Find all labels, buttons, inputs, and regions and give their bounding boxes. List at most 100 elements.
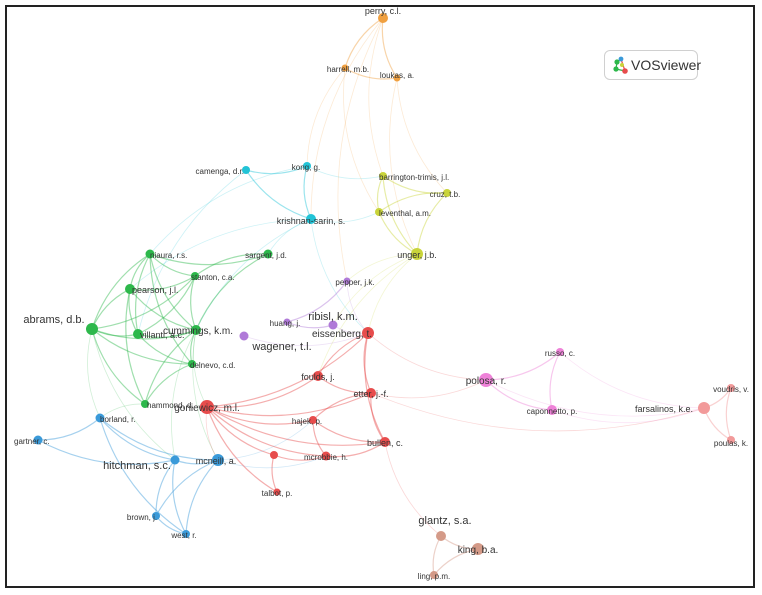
node-label-hammond: hammond, d. [147, 401, 194, 410]
node-label-delnevo: delnevo, c.d. [190, 361, 235, 370]
node-label-niaura: niaura, r.s. [150, 251, 187, 260]
edge-villanti-delnevo [137, 333, 193, 365]
node-polosa[interactable] [479, 373, 493, 387]
edge-sargent-cummings [195, 253, 269, 331]
edge-eissenberg-foulds [317, 332, 369, 377]
node-eissenberg[interactable] [362, 327, 374, 339]
edge-russo-caponnetto [549, 351, 561, 411]
vosviewer-logo-text: VOSviewer [631, 57, 702, 73]
node-voudris[interactable] [727, 384, 735, 392]
node-kong[interactable] [303, 162, 311, 170]
edge-etter-polosa [370, 379, 487, 399]
node-label-cruz: cruz, t.b. [430, 190, 461, 199]
edge-caponnetto-farsalinos [551, 407, 705, 424]
node-villanti[interactable] [133, 329, 143, 339]
node-caponnetto[interactable] [547, 405, 557, 415]
edge-delnevo-hammond [144, 363, 193, 405]
edge-cummings-goniewicz [193, 329, 208, 408]
edge-goniewicz-hajek [206, 406, 314, 425]
node-label-perry: perry, c.l. [365, 6, 401, 16]
edge-cummings-mcneill [192, 329, 219, 461]
visualization-frame [5, 5, 755, 588]
node-unlab[interactable] [270, 451, 278, 459]
node-huang[interactable] [283, 318, 291, 326]
node-label-krishnan: krishnan-sarin, s. [277, 216, 346, 226]
edge-pepper-eissenberg [346, 280, 369, 334]
edge-pearson-stanton [129, 275, 196, 291]
node-mcrobbie[interactable] [321, 451, 331, 461]
node-label-harrell: harrell, m.b. [327, 65, 369, 74]
node-label-leventhal: leventhal, a.m. [379, 209, 431, 218]
edge-abrams-stanton [91, 275, 196, 330]
edge-polosa-russo [485, 351, 561, 381]
node-label-west: west, r. [170, 531, 196, 540]
edge-krishnan-pearson [129, 218, 312, 290]
node-label-huang: huang, j. [270, 319, 301, 328]
node-abrams[interactable] [86, 323, 98, 335]
node-label-polosa: polosa, r. [466, 376, 507, 387]
node-russo[interactable] [556, 348, 564, 356]
edge-barrington-unger [382, 175, 418, 255]
node-etter[interactable] [366, 388, 376, 398]
edge-perry-barrington [368, 17, 384, 177]
edge-perry-harrell [344, 17, 384, 69]
node-barrington[interactable] [379, 172, 387, 180]
node-krishnan[interactable] [306, 214, 316, 224]
node-unger[interactable] [411, 248, 423, 260]
node-cummings[interactable] [191, 325, 201, 335]
node-niaura[interactable] [145, 249, 155, 259]
edge-harrell-loukas [344, 67, 398, 80]
node-foulds[interactable] [313, 371, 323, 381]
node-gartner[interactable] [33, 435, 43, 445]
node-mcneill[interactable] [212, 454, 224, 466]
node-camenga[interactable] [242, 166, 250, 174]
edge-barrington-cruz [382, 175, 448, 194]
edge-niaura-villanti [134, 253, 151, 335]
node-ling[interactable] [430, 571, 438, 579]
node-hajek[interactable] [309, 416, 317, 424]
node-bullen[interactable] [380, 437, 390, 447]
node-perry[interactable] [378, 13, 388, 23]
node-pepper[interactable] [343, 277, 351, 285]
edge-bullen-glantz [384, 441, 442, 537]
node-borland[interactable] [95, 413, 105, 423]
node-leventhal[interactable] [375, 208, 383, 216]
node-label-king: king, b.a. [458, 545, 499, 556]
edge-perry-loukas [381, 17, 398, 79]
edge-unger-pepper [346, 253, 418, 282]
edge-mcneill-west [185, 459, 219, 535]
node-west[interactable] [182, 530, 190, 538]
node-harrell[interactable] [341, 64, 349, 72]
node-talbot[interactable] [273, 488, 281, 496]
node-ribisl[interactable] [328, 320, 338, 330]
edge-unlab-talbot [271, 454, 278, 493]
node-brown[interactable] [152, 512, 160, 520]
node-cruz[interactable] [443, 189, 451, 197]
node-hitchman[interactable] [170, 455, 180, 465]
edge-goniewicz-unlab [206, 406, 275, 456]
node-poulas[interactable] [727, 436, 735, 444]
node-loukas[interactable] [393, 74, 401, 82]
node-sargent[interactable] [263, 249, 273, 259]
node-label-poulas: poulas, k. [714, 439, 748, 448]
edge-etter-farsalinos [370, 392, 705, 432]
node-stanton[interactable] [191, 272, 199, 280]
node-delnevo[interactable] [188, 360, 196, 368]
edge-cruz-unger [416, 192, 448, 255]
edge-pearson-hammond [125, 288, 146, 405]
node-label-hitchman: hitchman, s.c. [103, 460, 171, 472]
edge-unger-ribisl [332, 253, 418, 326]
edge-etter-bullen [370, 392, 386, 443]
node-label-unger: unger, j.b. [397, 250, 437, 260]
node-farsalinos[interactable] [698, 402, 710, 414]
node-label-bullen: bullen, c. [367, 438, 403, 448]
node-label-voudris: voudris, v. [713, 385, 749, 394]
vosviewer-logo: VOSviewer [604, 50, 702, 80]
node-wagener[interactable] [239, 331, 249, 341]
node-glantz[interactable] [436, 531, 446, 541]
node-pearson[interactable] [125, 284, 135, 294]
node-goniewicz[interactable] [200, 400, 214, 414]
node-hammond[interactable] [141, 400, 149, 408]
node-king[interactable] [472, 543, 484, 555]
